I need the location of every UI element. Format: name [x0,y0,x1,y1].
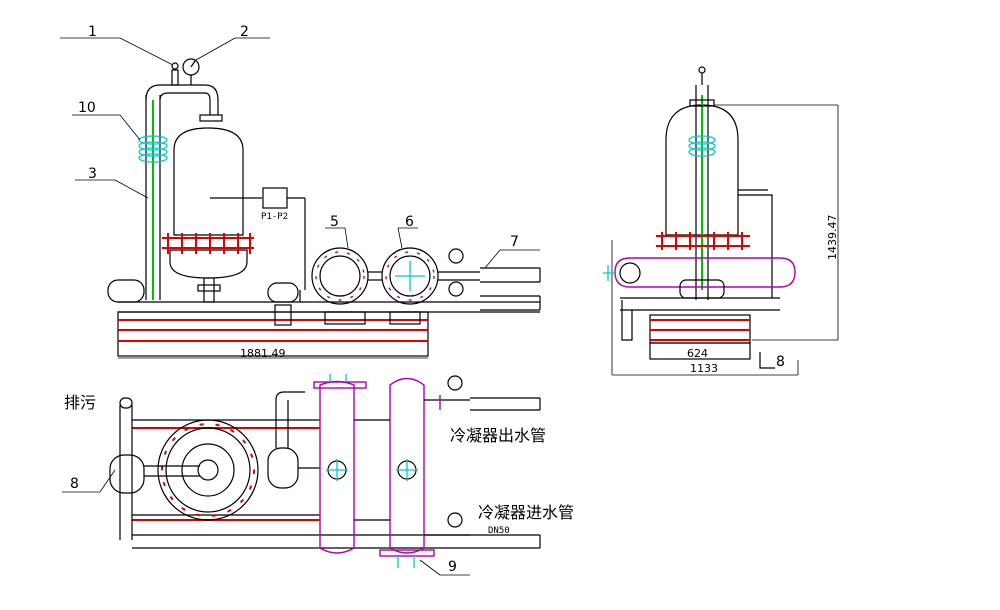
callout-9: 9 [448,559,457,575]
side-tank [665,104,739,236]
callout-2: 2 [240,24,249,40]
valve-1 [171,69,179,86]
front-base-dimension: 1881.49 [240,347,286,360]
condenser-outlet-label: 冷凝器出水管 [450,426,546,445]
top-tank-flange [157,419,259,521]
front-view: 1881.49 [60,24,541,360]
callout-10: 10 [78,100,96,116]
callout-5: 5 [330,214,339,230]
sensor-label: P1-P2 [261,212,288,222]
side-view: 1133 [603,66,839,376]
top-view: 排污 冷凝器出水管 冷凝器进水管 DN50 8 9 [62,374,574,576]
front-tank [173,127,244,236]
side-header [614,257,796,288]
front-right-foot [267,282,299,303]
coil-10 [138,135,168,163]
callout-3: 3 [88,166,97,182]
side-outer-width: 1133 [690,362,718,375]
condenser-inlet-label: 冷凝器进水管 [478,503,574,522]
top-left-foot [109,454,145,494]
sensor-box [262,187,288,209]
pump-6 [381,247,439,305]
side-height-dimension: 1439.47 [826,215,839,261]
callout-6: 6 [405,214,414,230]
callout-1: 1 [88,24,97,40]
drain-label: 排污 [64,393,96,412]
front-left-foot [107,279,145,303]
dn-label: DN50 [488,526,510,536]
front-flange-bolts [167,233,251,254]
callout-8-top: 8 [70,476,79,492]
side-inner-width: 624 [687,347,708,360]
callout-7: 7 [510,234,519,250]
pump-5 [311,247,369,305]
callout-8-side: 8 [776,354,785,370]
pump-cylinder-right [389,377,425,554]
